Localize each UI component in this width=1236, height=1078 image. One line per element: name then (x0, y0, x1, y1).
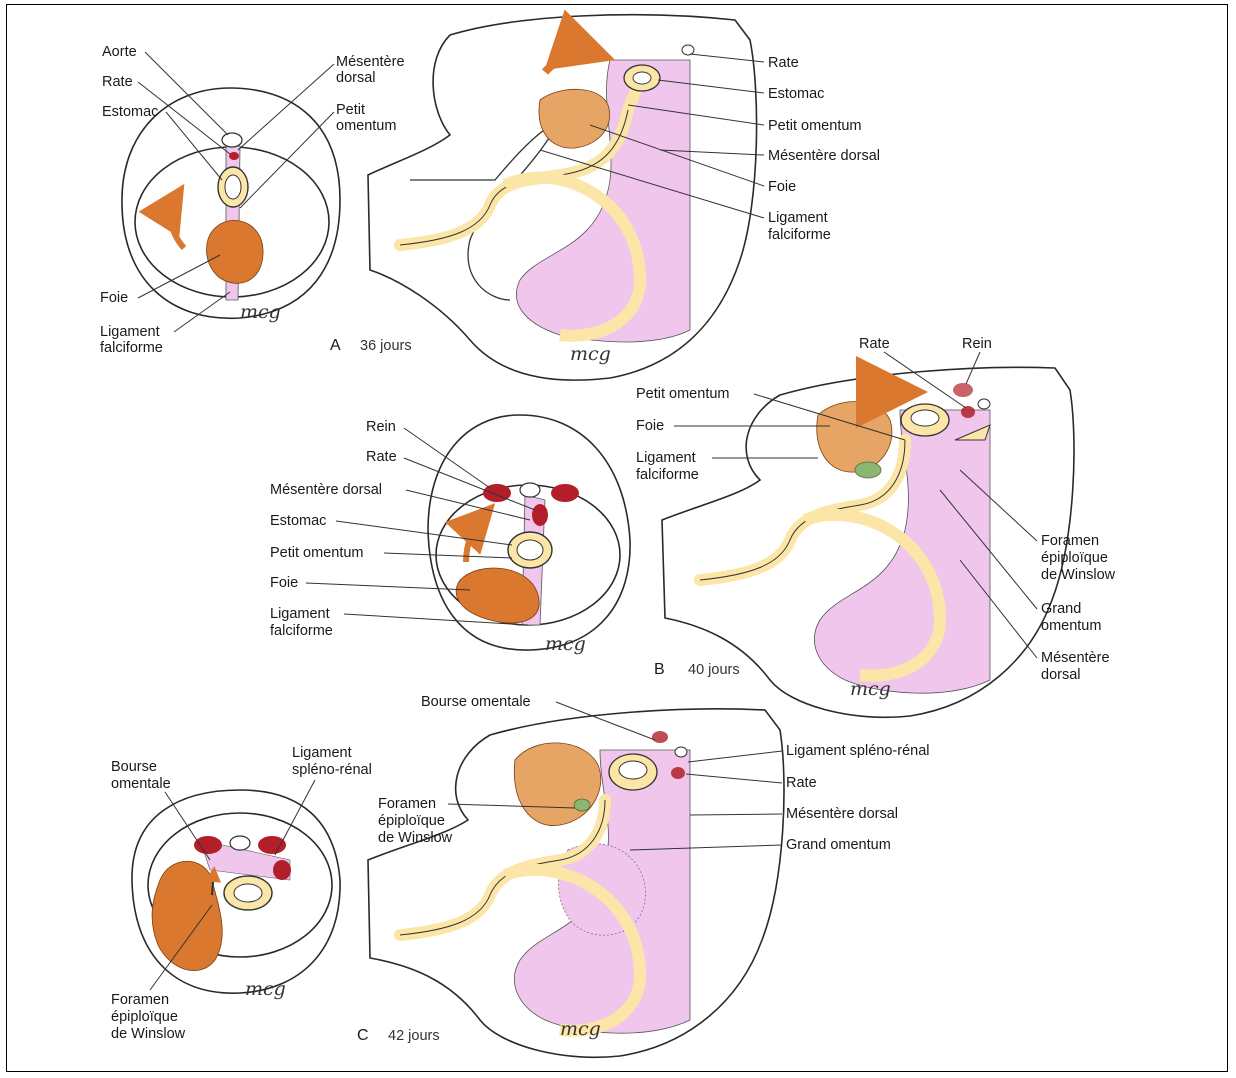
label-petit-omentum: Petit omentum (768, 118, 862, 134)
label-foramen-1: Foramen (378, 796, 436, 812)
aorta-lateral (978, 399, 990, 409)
label-foramen-3: de Winslow (1041, 567, 1116, 583)
spleen-lateral (961, 406, 975, 418)
label-foie: Foie (270, 575, 298, 591)
label-petit-omentum: Petit omentum (636, 386, 730, 402)
label-grand-omentum: Grand omentum (786, 837, 891, 853)
signature: mcg (850, 678, 891, 700)
label-ligament-falciforme-2: falciforme (768, 227, 831, 243)
label-ligament-falciforme-2: falciforme (636, 467, 699, 483)
panel-b-cross-section: mcg (428, 415, 630, 655)
label-mesentere-dorsal-1: Mésentère (1041, 650, 1110, 666)
kidney-lateral (652, 731, 668, 743)
aorta (230, 836, 250, 850)
liver (206, 220, 263, 283)
label-ligament-falciforme-1: Ligament (270, 606, 330, 622)
caption-b-letter: B (654, 661, 665, 678)
panel-a-lateral: mcg (368, 15, 757, 380)
label-mesentere-dorsal-2: dorsal (1041, 667, 1081, 683)
label-ligament-falciforme-1: Ligament (100, 324, 160, 340)
label-petit-omentum-2: omentum (336, 118, 396, 134)
caption-a-days: 36 jours (360, 338, 412, 354)
label-foramen-2: épiploïque (1041, 550, 1108, 566)
kidney-right (551, 484, 579, 502)
label-petit-omentum: Petit omentum (270, 545, 364, 561)
label-rein: Rein (962, 336, 992, 352)
aorta (222, 133, 242, 147)
caption-c-days: 42 jours (388, 1028, 440, 1044)
signature: mcg (560, 1018, 601, 1040)
panel-a-cross-section: mcg (122, 88, 340, 323)
signature: mcg (545, 633, 586, 655)
label-bourse-omentale-2: omentale (111, 776, 171, 792)
label-ligament-falciforme-1: Ligament (636, 450, 696, 466)
label-estomac: Estomac (270, 513, 326, 529)
pancreas (574, 799, 590, 811)
aorta (520, 483, 540, 497)
signature: mcg (240, 301, 281, 323)
kidney-left (194, 836, 222, 854)
pancreas (855, 462, 881, 478)
kidney-right (258, 836, 286, 854)
spleen (532, 504, 548, 526)
label-rein: Rein (366, 419, 396, 435)
spleen (273, 860, 291, 880)
label-rate: Rate (786, 775, 817, 791)
aorta-lateral (675, 747, 687, 757)
label-ligament-spleno-renal-1: Ligament (292, 745, 352, 761)
label-estomac: Estomac (768, 86, 824, 102)
caption-a-letter: A (330, 337, 341, 354)
panel-c-cross-section: mcg (132, 790, 340, 1000)
label-mesentere-dorsal: Mésentère dorsal (786, 806, 898, 822)
label-mesentere-dorsal-1: Mésentère (336, 54, 405, 70)
label-grand-omentum-1: Grand (1041, 601, 1081, 617)
label-foramen-2: épiploïque (111, 1009, 178, 1025)
label-foramen-3: de Winslow (111, 1026, 186, 1042)
label-rate: Rate (102, 74, 133, 90)
spleen-lateral (671, 767, 685, 779)
label-mesentere-dorsal: Mésentère dorsal (768, 148, 880, 164)
label-estomac: Estomac (102, 104, 158, 120)
spleen (229, 152, 239, 160)
label-foramen-1: Foramen (1041, 533, 1099, 549)
spleen-lateral (682, 45, 694, 55)
label-bourse-omentale-1: Bourse (111, 759, 157, 775)
label-mesentere-dorsal: Mésentère dorsal (270, 482, 382, 498)
label-bourse-omentale: Bourse omentale (421, 694, 531, 710)
label-foramen-2: épiploïque (378, 813, 445, 829)
label-rate: Rate (768, 55, 799, 71)
signature-a-lateral: mcg (570, 343, 611, 365)
label-foramen-3: de Winslow (378, 830, 453, 846)
caption-b-days: 40 jours (688, 662, 740, 678)
label-foie: Foie (768, 179, 796, 195)
label-ligament-falciforme-2: falciforme (270, 623, 333, 639)
label-mesentere-dorsal-2: dorsal (336, 70, 376, 86)
label-foie: Foie (636, 418, 664, 434)
label-ligament-falciforme-1: Ligament (768, 210, 828, 226)
label-ligament-falciforme-2: falciforme (100, 340, 163, 356)
caption-c-letter: C (357, 1027, 369, 1044)
label-rate: Rate (366, 449, 397, 465)
label-rate: Rate (859, 336, 890, 352)
label-ligament-spleno-renal: Ligament spléno-rénal (786, 743, 929, 759)
label-foie: Foie (100, 290, 128, 306)
label-grand-omentum-2: omentum (1041, 618, 1101, 634)
label-ligament-spleno-renal-2: spléno-rénal (292, 762, 372, 778)
label-foramen-1: Foramen (111, 992, 169, 1008)
kidney-lateral (953, 383, 973, 397)
label-petit-omentum-1: Petit (336, 102, 365, 118)
panel-c-lateral: mcg (368, 709, 784, 1057)
label-aorte: Aorte (102, 44, 137, 60)
signature: mcg (245, 978, 286, 1000)
